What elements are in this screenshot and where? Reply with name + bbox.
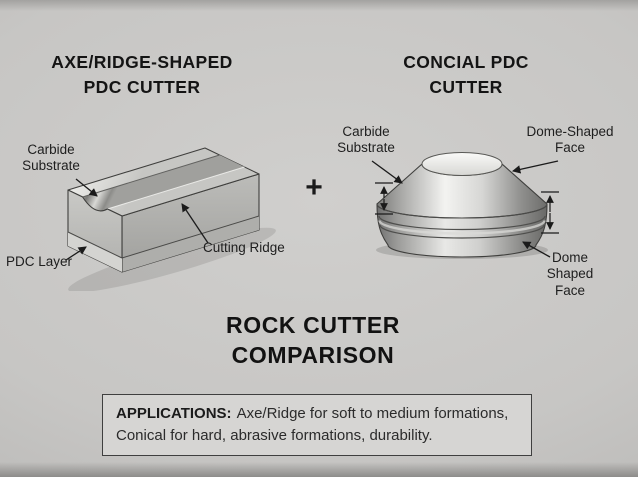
label-text: Shaped Face xyxy=(546,266,594,298)
label-text: Cutting Ridge xyxy=(203,240,285,255)
right-figure-title-line1: CONCIAL PDC xyxy=(403,52,529,72)
applications-body-line2: Conical for hard, abrasive formations, d… xyxy=(116,426,433,444)
label-text: Dome-Shaped xyxy=(526,124,614,139)
label-text: Substrate xyxy=(22,158,80,174)
label-dome-shaped-face-top: Dome-Shaped Face xyxy=(522,124,618,157)
block-shadow xyxy=(68,227,276,291)
cylinder-groove-highlight xyxy=(378,220,546,235)
block-groove xyxy=(82,155,245,211)
left-figure-title-line1: AXE/RIDGE-SHAPED xyxy=(51,52,233,72)
cylinder-groove-line-upper xyxy=(378,215,546,231)
label-pdc-layer: PDC Layer xyxy=(6,254,78,270)
applications-heading: APPLICATIONS: xyxy=(116,405,232,422)
label-text: Face xyxy=(554,140,585,156)
pdc-layer-band-side xyxy=(122,216,259,272)
applications-box: APPLICATIONS:Axe/Ridge for soft to mediu… xyxy=(102,394,532,456)
label-text: Substrate xyxy=(337,140,395,156)
comparison-title: ROCK CUTTER COMPARISON xyxy=(163,311,463,371)
conical-cutter-illustration xyxy=(376,152,548,259)
pdc-layer-band-front xyxy=(68,232,122,272)
dome-cap xyxy=(421,152,503,176)
applications-line1: APPLICATIONS:Axe/Ridge for soft to mediu… xyxy=(116,403,518,425)
label-cutting-ridge: Cutting Ridge xyxy=(203,240,303,256)
photo-edge-bottom xyxy=(0,462,638,477)
left-figure-title-line2: PDC CUTTER xyxy=(83,76,201,97)
label-carbide-substrate-right: Carbide Substrate xyxy=(330,124,402,157)
groove-edge-dark xyxy=(82,154,220,198)
pdc-layer-seam-front xyxy=(67,231,123,259)
label-text: PDC Layer xyxy=(6,254,73,269)
label-text: Carbide xyxy=(342,124,390,139)
axe-ridge-cutter-illustration xyxy=(67,147,276,291)
label-carbide-substrate-left: Carbide Substrate xyxy=(16,142,86,175)
groove-edge-highlight xyxy=(107,166,245,210)
photo-edge-top xyxy=(0,0,638,11)
right-figure-title-line2: CUTTER xyxy=(429,76,503,97)
plus-sign: + xyxy=(305,171,323,204)
label-dome-shaped-face-bottom: Dome Shaped Face xyxy=(530,250,610,299)
label-text: Carbide xyxy=(27,142,75,157)
comparison-title-line2: COMPARISON xyxy=(231,341,395,368)
comparison-title-line1: ROCK CUTTER xyxy=(226,312,400,338)
cylinder-groove-line-lower xyxy=(379,224,545,239)
applications-body-line1: Axe/Ridge for soft to medium formations, xyxy=(236,405,509,422)
label-text: Dome xyxy=(551,250,588,265)
applications-line2: Conical for hard, abrasive formations, d… xyxy=(116,425,518,447)
left-figure-title: AXE/RIDGE-SHAPED PDC CUTTER xyxy=(28,50,256,99)
right-figure-title: CONCIAL PDC CUTTER xyxy=(368,50,564,99)
